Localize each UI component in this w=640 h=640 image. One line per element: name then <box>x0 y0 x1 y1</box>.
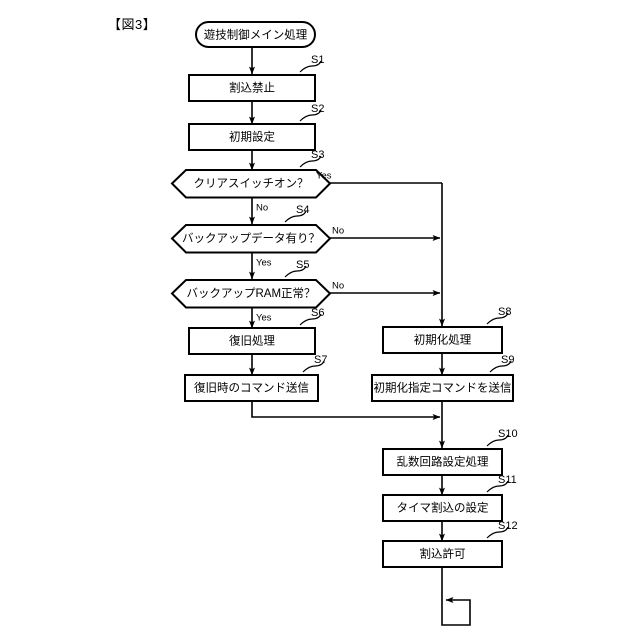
s2-leader-line <box>299 109 322 122</box>
s8-step-label: S8 <box>498 306 511 318</box>
s3-label: クリアスイッチオン？ <box>194 177 309 190</box>
s10-label: 乱数回路設定処理 <box>397 455 489 469</box>
node-s9[interactable]: 初期化指定コマンドを送信 <box>371 374 514 402</box>
s12-step-label: S12 <box>498 520 518 532</box>
s4-step-label: S4 <box>296 204 309 216</box>
s7-step-label: S7 <box>314 354 327 366</box>
s5-leader-line <box>284 265 307 278</box>
node-start[interactable]: 遊技制御メイン処理 <box>195 21 316 48</box>
s1-step-label: S1 <box>311 54 324 66</box>
s2-shape <box>188 123 316 151</box>
s3-step-label: S3 <box>311 149 324 161</box>
node-s4[interactable]: バックアップデータ有り？ <box>170 224 332 254</box>
node-s5[interactable]: バックアップRAM正常？ <box>170 279 332 309</box>
s2-step-label: S2 <box>311 103 324 115</box>
s1-leader-line <box>299 60 322 73</box>
node-s11[interactable]: タイマ割込の設定 <box>382 494 503 522</box>
s10-step-label: S10 <box>498 428 518 440</box>
node-s3[interactable]: クリアスイッチオン？ <box>170 169 332 199</box>
s10-leader-line <box>486 434 509 447</box>
s11-shape <box>382 494 503 522</box>
s1-label: 割込禁止 <box>229 81 275 95</box>
s4-no-label: No <box>332 226 344 237</box>
s8-label: 初期化処理 <box>414 333 472 347</box>
s7-shape <box>184 374 319 402</box>
s12-label: 割込許可 <box>420 547 466 561</box>
s5-shape <box>170 279 332 309</box>
s5-step-label: S5 <box>296 259 309 271</box>
s6-step-label: S6 <box>311 307 324 319</box>
connectors <box>249 47 471 626</box>
node-s6[interactable]: 復旧処理 <box>188 327 316 355</box>
s4-shape <box>170 224 332 254</box>
s3-no-label: No <box>256 203 268 214</box>
connector-loop-back <box>441 568 471 626</box>
s10-shape <box>382 448 503 476</box>
s5-no-label: No <box>332 281 344 292</box>
s11-label: タイマ割込の設定 <box>397 501 489 515</box>
s8-leader-line <box>486 312 509 325</box>
s9-leader-line <box>489 360 512 373</box>
node-s1[interactable]: 割込禁止 <box>188 74 316 102</box>
s3-shape <box>170 169 332 199</box>
start-shape <box>195 21 316 48</box>
connector-s7-merge <box>251 401 441 420</box>
figure-title: 【図3】 <box>108 17 157 32</box>
s6-label: 復旧処理 <box>229 334 275 348</box>
s11-leader-line <box>486 480 509 493</box>
s7-leader-line <box>302 360 325 373</box>
s6-leader-line <box>299 313 322 326</box>
s2-label: 初期設定 <box>229 130 275 144</box>
node-s8[interactable]: 初期化処理 <box>382 326 503 354</box>
s7-label: 復旧時のコマンド送信 <box>194 381 309 395</box>
s6-shape <box>188 327 316 355</box>
s12-leader-line <box>486 526 509 539</box>
s3-leader-line <box>299 155 322 168</box>
s9-shape <box>371 374 514 402</box>
s9-step-label: S9 <box>501 354 514 366</box>
start-label: 遊技制御メイン処理 <box>204 28 308 42</box>
s4-yes-label: Yes <box>256 258 272 269</box>
s1-shape <box>188 74 316 102</box>
node-s7[interactable]: 復旧時のコマンド送信 <box>184 374 319 402</box>
node-s12[interactable]: 割込許可 <box>382 540 503 568</box>
s11-step-label: S11 <box>498 474 517 486</box>
s8-shape <box>382 326 503 354</box>
node-s10[interactable]: 乱数回路設定処理 <box>382 448 503 476</box>
s12-shape <box>382 540 503 568</box>
s4-leader-line <box>284 210 307 223</box>
s3-yes-label: Yes <box>316 171 332 182</box>
s5-label: バックアップRAM正常？ <box>186 287 315 300</box>
s5-yes-label: Yes <box>256 313 272 324</box>
s9-label: 初期化指定コマンドを送信 <box>374 381 512 395</box>
s4-label: バックアップデータ有り？ <box>182 231 320 245</box>
node-s2[interactable]: 初期設定 <box>188 123 316 151</box>
